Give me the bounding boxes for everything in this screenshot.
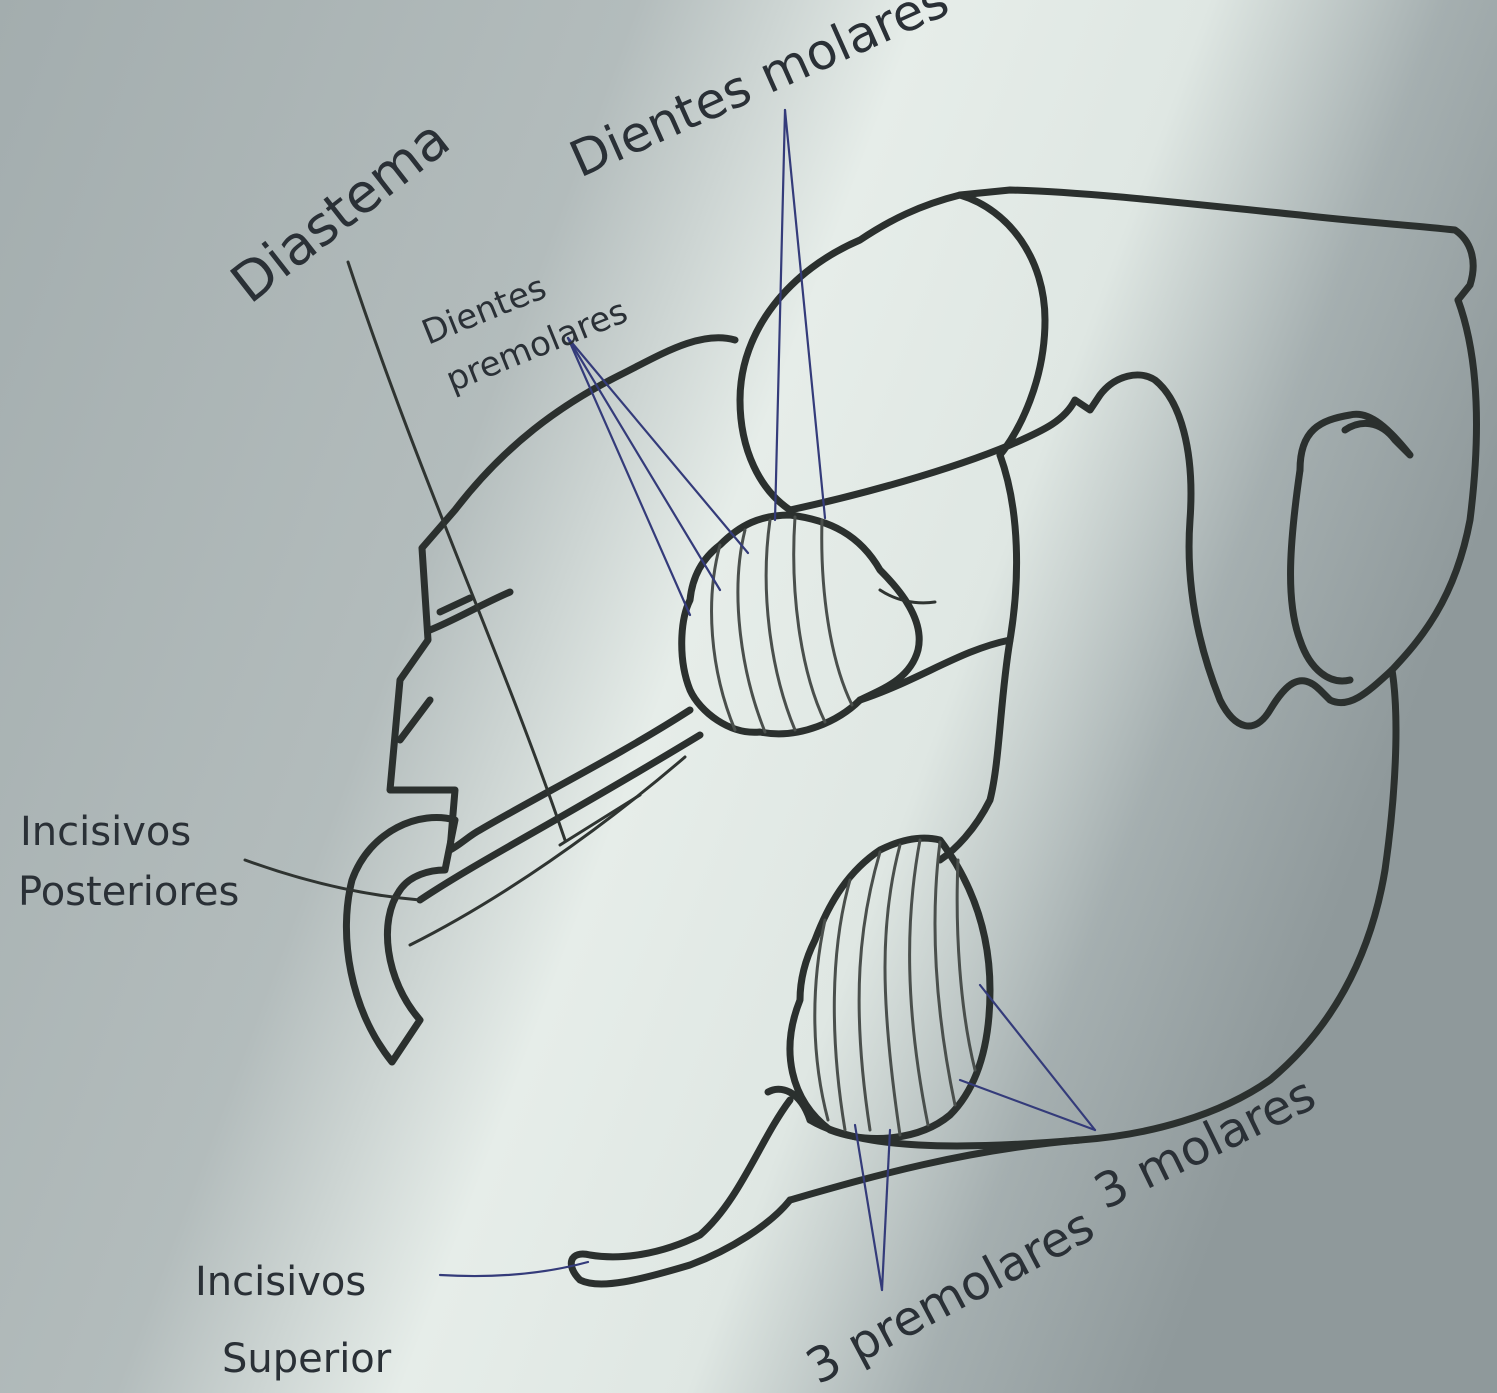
incisivos-posteriores-label-line1: Incisivos — [20, 809, 191, 855]
incisivos-superior-label-line2: Superior — [222, 1336, 392, 1382]
incisivos-posteriores-label-line2: Posteriores — [18, 869, 239, 915]
incisivos-superior-label-line1: Incisivos — [195, 1259, 366, 1305]
